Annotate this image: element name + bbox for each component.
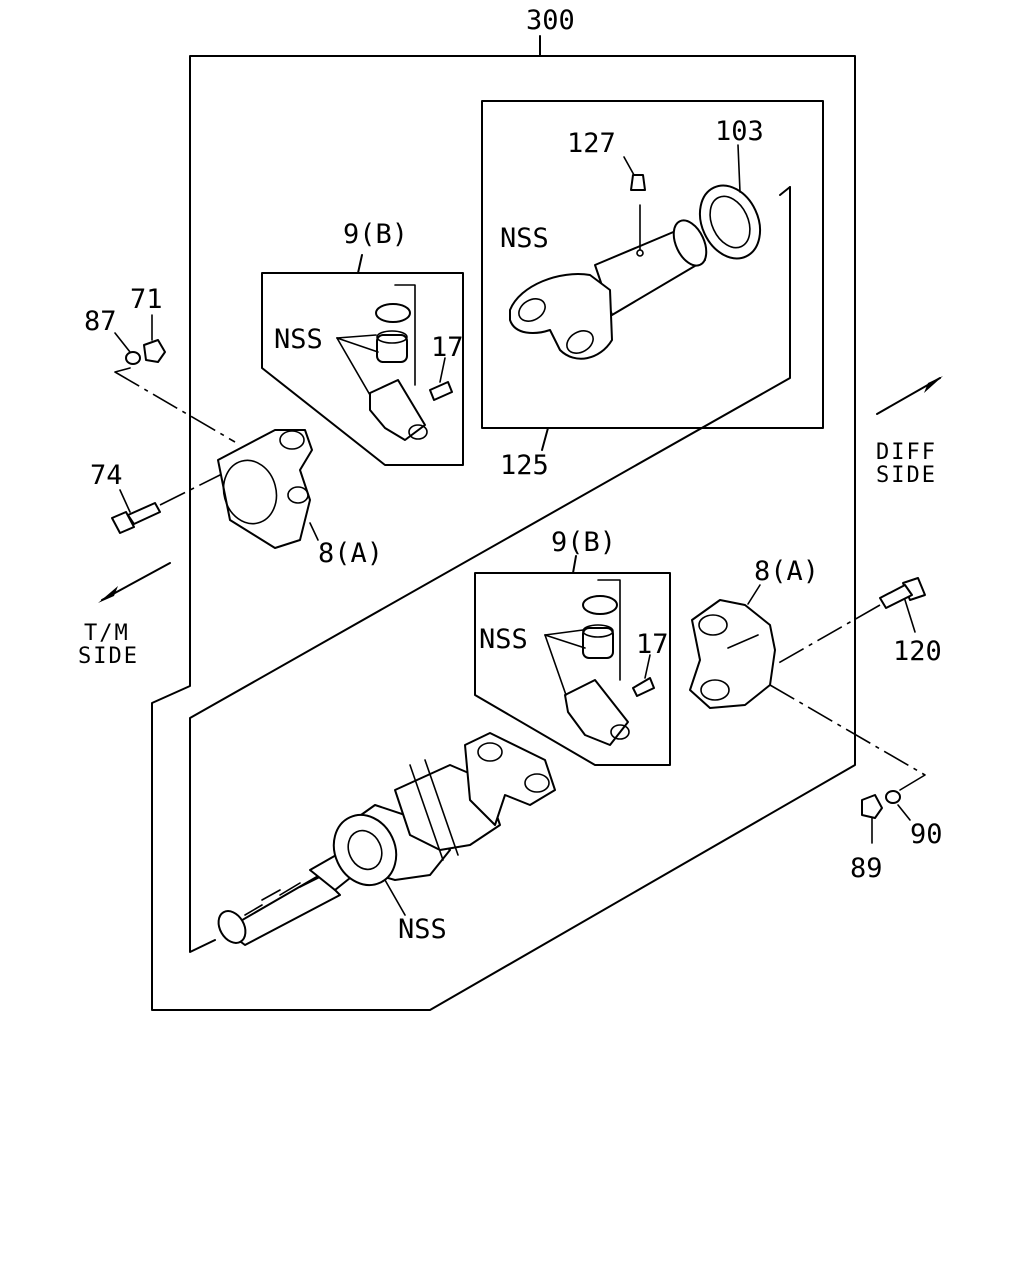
label-flange-yoke-left: 8(A) [318, 538, 383, 569]
flange-yoke-right [689, 584, 776, 709]
label-assembly: 300 [526, 5, 575, 36]
shaft-frame-lines [189, 186, 791, 953]
label-diff-side-2: SIDE [876, 463, 937, 488]
label-joint-kit-bottom: 9(B) [551, 527, 616, 558]
joint-kit-box-top [261, 254, 464, 466]
slip-shaft-bottom [217, 732, 556, 946]
washer-nut-left [114, 314, 236, 443]
label-tm-side-2: SIDE [78, 644, 139, 669]
label-washer-left: 87 [84, 306, 117, 337]
label-bolt-right: 120 [893, 636, 942, 667]
label-nss-tube: NSS [500, 223, 549, 254]
callout-labels: 300 127 103 NSS 125 9(B) NSS 17 87 71 74… [78, 5, 943, 945]
label-joint-kit-top: 9(B) [343, 219, 408, 250]
label-bolt-left: 74 [90, 460, 123, 491]
label-washer-right: 90 [910, 819, 943, 850]
nut-washer-right [769, 684, 926, 844]
flange-yoke-left [217, 429, 319, 549]
label-nipple-top: 17 [431, 332, 464, 363]
label-dust-cover: 103 [715, 116, 764, 147]
label-grease-nipple-top: 127 [567, 128, 616, 159]
dust-cover-ring [698, 144, 762, 260]
label-diff-side-1: DIFF [876, 440, 937, 465]
tube-yoke-top [509, 204, 708, 360]
bolt-left [111, 473, 223, 534]
label-tube: 125 [500, 450, 549, 481]
bolt-right [774, 577, 926, 666]
label-nut-right: 89 [850, 853, 883, 884]
label-nss-joint-bottom: NSS [479, 624, 528, 655]
assembly-outline [151, 35, 856, 1011]
label-nut-left: 71 [130, 284, 163, 315]
label-nss-shaft: NSS [398, 914, 447, 945]
label-tm-side-1: T/M [84, 621, 130, 646]
label-nipple-bottom: 17 [636, 629, 669, 660]
grease-nipple-top [623, 156, 646, 191]
label-flange-yoke-right: 8(A) [754, 556, 819, 587]
tm-side-arrow [98, 562, 171, 603]
tube-box [481, 100, 824, 451]
joint-kit-box-bottom [474, 555, 671, 766]
diff-side-arrow [876, 376, 943, 415]
label-nss-joint-top: NSS [274, 324, 323, 355]
